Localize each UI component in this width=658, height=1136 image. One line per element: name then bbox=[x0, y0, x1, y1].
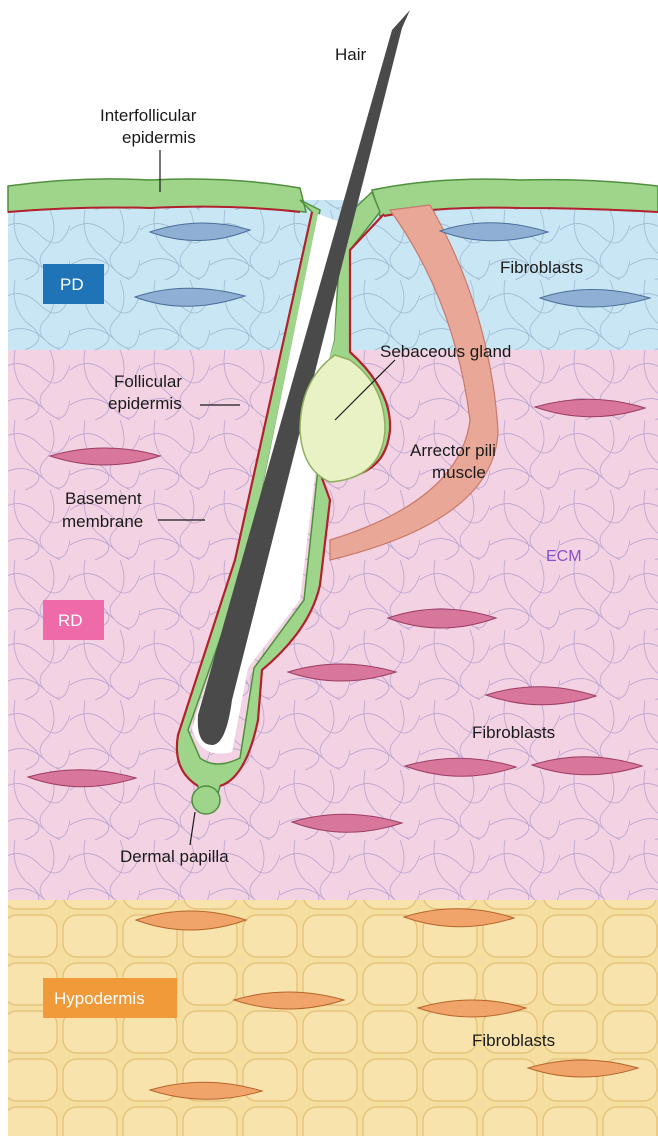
dermal-papilla bbox=[192, 786, 220, 814]
label-interfollicular-2: epidermis bbox=[122, 128, 196, 147]
label-hair: Hair bbox=[335, 45, 367, 64]
label-fibroblasts-pd: Fibroblasts bbox=[500, 258, 583, 277]
label-basement-2: membrane bbox=[62, 512, 143, 531]
tag-pd-label: PD bbox=[60, 275, 84, 294]
label-dermal-papilla: Dermal papilla bbox=[120, 847, 229, 866]
label-fibroblasts-rd: Fibroblasts bbox=[472, 723, 555, 742]
label-arrector-1: Arrector pili bbox=[410, 441, 496, 460]
tag-hypodermis-label: Hypodermis bbox=[54, 989, 145, 1008]
label-ecm: ECM bbox=[546, 548, 582, 565]
label-follicular-1: Follicular bbox=[114, 372, 182, 391]
label-interfollicular-1: Interfollicular bbox=[100, 106, 197, 125]
tag-rd-label: RD bbox=[58, 611, 83, 630]
label-basement-1: Basement bbox=[65, 489, 142, 508]
label-fibroblasts-hypodermis: Fibroblasts bbox=[472, 1031, 555, 1050]
label-sebaceous: Sebaceous gland bbox=[380, 342, 511, 361]
label-arrector-2: muscle bbox=[432, 463, 486, 482]
label-follicular-2: epidermis bbox=[108, 394, 182, 413]
